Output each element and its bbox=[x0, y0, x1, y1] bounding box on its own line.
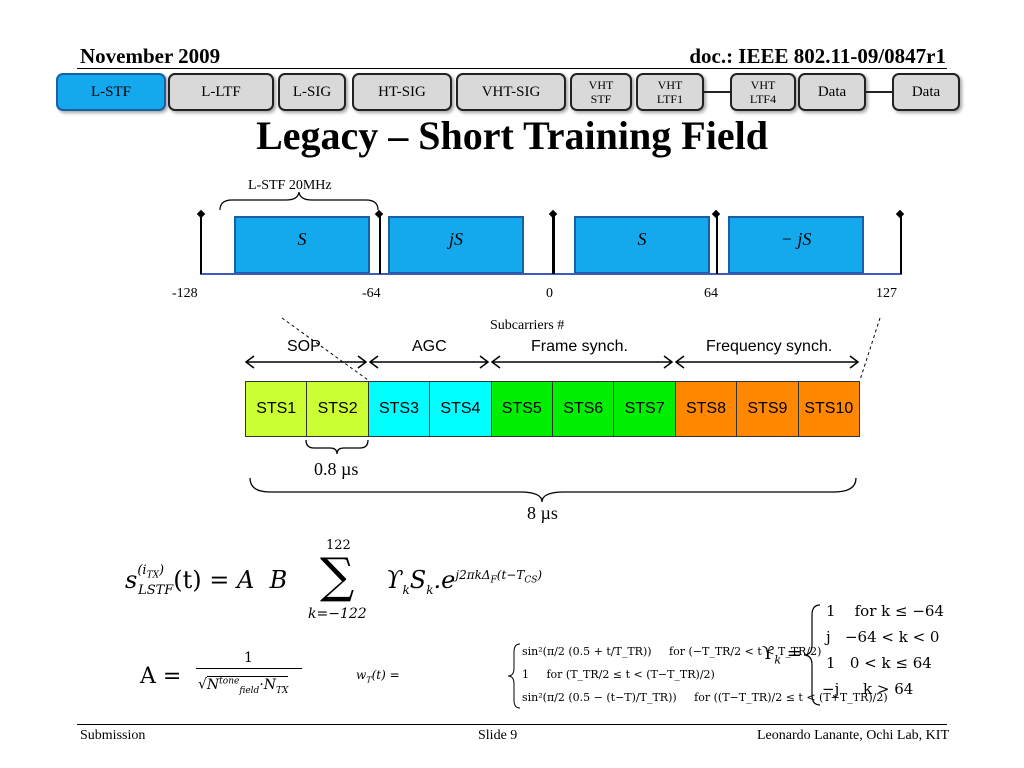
sts-cell-3: STS3 bbox=[367, 381, 431, 437]
nav-l-stf[interactable]: L-STF bbox=[56, 73, 166, 111]
wt-symbol: w bbox=[356, 668, 367, 682]
nav-vht-stf[interactable]: VHT STF bbox=[570, 73, 632, 111]
sts-cell-9: STS9 bbox=[736, 381, 799, 437]
eq-wt-case-1: sin²(π/2 (0.5 + t/T_TR)) for (−T_TR/2 < … bbox=[522, 645, 822, 658]
eq-a-lhs: A = bbox=[140, 664, 182, 689]
nav-l-ltf[interactable]: L-LTF bbox=[168, 73, 274, 111]
duration-total: 8 µs bbox=[527, 503, 558, 523]
duration-short: 0.8 µs bbox=[314, 459, 359, 479]
sum-symbol: ∑ bbox=[320, 548, 355, 604]
equation-signal: s(iTX)LSTF(t) = A B bbox=[125, 563, 288, 598]
eq-upsilon-case-2: j −64 < k < 0 bbox=[826, 628, 940, 646]
nav-l-sig[interactable]: L-SIG bbox=[278, 73, 346, 111]
eq-wt-lhs: wT(t) = bbox=[356, 668, 400, 685]
eq-upsilon-case-3: 1 0 < k ≤ 64 bbox=[826, 654, 932, 672]
nav-label: VHT-SIG bbox=[481, 84, 541, 100]
phase-frame-synch: Frame synch. bbox=[531, 338, 628, 355]
nav-label: VHT STF bbox=[588, 78, 614, 106]
lstf-brace-label: L-STF 20MHz bbox=[248, 178, 332, 193]
nav-ht-sig[interactable]: HT-SIG bbox=[352, 73, 452, 111]
stem-dc bbox=[552, 215, 555, 274]
eq-wt-case-3: sin²(π/2 (0.5 − (t−T)/T_TR)) for ((T−T_T… bbox=[522, 691, 888, 704]
tick-label: 64 bbox=[704, 286, 718, 301]
eq-a-denominator: √Ntonefield·NTX bbox=[198, 675, 289, 696]
nav-label: L-LTF bbox=[201, 84, 241, 100]
block-label: S bbox=[637, 228, 647, 249]
nav-data-2[interactable]: Data bbox=[892, 73, 960, 111]
footer-slide-number: Slide 9 bbox=[478, 728, 518, 743]
spectrum-block-neg-js: − jS bbox=[728, 216, 864, 274]
block-label: − jS bbox=[780, 228, 812, 249]
phase-agc: AGC bbox=[412, 338, 447, 355]
nav-label: VHT LTF1 bbox=[656, 78, 684, 106]
lstf-brace bbox=[219, 192, 379, 211]
spectrum-axis bbox=[200, 273, 902, 275]
nav-label: L-SIG bbox=[292, 84, 332, 100]
spectrum-block-js: jS bbox=[388, 216, 524, 274]
sts-cell-10: STS10 bbox=[797, 381, 860, 437]
slide-title: Legacy – Short Training Field bbox=[256, 113, 768, 158]
stem bbox=[900, 215, 902, 274]
header-doc-id: doc.: IEEE 802.11-09/0847r1 bbox=[689, 44, 946, 68]
tick-label: 127 bbox=[876, 286, 897, 301]
eq-lhs: s bbox=[125, 566, 138, 594]
sum-upper: 122 bbox=[326, 538, 351, 553]
footer-author: Leonardo Lanante, Ochi Lab, KIT bbox=[756, 728, 949, 743]
nav-label: L-STF bbox=[90, 84, 131, 100]
footer-submission: Submission bbox=[80, 728, 146, 743]
sts-cell-2: STS2 bbox=[306, 381, 369, 437]
sts-cell-4: STS4 bbox=[429, 381, 492, 437]
nav-label: HT-SIG bbox=[378, 84, 426, 100]
eq-wt-case-2: 1 for (T_TR/2 ≤ t < (T−T_TR)/2) bbox=[522, 668, 715, 681]
eq-upsilon-lhs: ϒk = bbox=[762, 643, 802, 667]
phase-frequency-synch: Frequency synch. bbox=[706, 338, 833, 355]
upsilon-symbol: ϒ bbox=[762, 643, 775, 664]
sts-cell-5: STS5 bbox=[490, 381, 553, 437]
tick-label: 0 bbox=[546, 286, 553, 301]
nav-vht-sig[interactable]: VHT-SIG bbox=[456, 73, 566, 111]
tick-label: -64 bbox=[362, 286, 381, 301]
sts-cell-8: STS8 bbox=[674, 381, 738, 437]
eq-upsilon-case-1: 1 for k ≤ −64 bbox=[826, 602, 944, 620]
nav-connector bbox=[866, 91, 892, 93]
nav-label: Data bbox=[911, 84, 941, 100]
nav-label: Data bbox=[817, 84, 847, 100]
nav-vht-ltf4[interactable]: VHT LTF4 bbox=[730, 73, 796, 111]
block-label: S bbox=[297, 228, 307, 249]
header-date: November 2009 bbox=[80, 44, 221, 68]
nav-vht-ltf1[interactable]: VHT LTF1 bbox=[636, 73, 704, 111]
nav-label: VHT LTF4 bbox=[749, 78, 777, 106]
header-divider bbox=[77, 68, 947, 69]
nav-data-1[interactable]: Data bbox=[798, 73, 866, 111]
sts-cell-6: STS6 bbox=[552, 381, 615, 437]
eq-a-numerator: 1 bbox=[244, 650, 253, 666]
stem bbox=[379, 215, 381, 274]
eq-upsilon-case-4: −j k > 64 bbox=[822, 680, 914, 698]
nav-connector bbox=[704, 91, 730, 93]
footer-divider bbox=[77, 724, 947, 725]
stem bbox=[716, 215, 718, 274]
fraction-bar bbox=[196, 668, 302, 669]
eq-summand: ϒkSk.ej2πkΔF(t−TCS) bbox=[386, 566, 543, 597]
axis-label: Subcarriers # bbox=[490, 318, 565, 333]
block-label: jS bbox=[448, 228, 463, 249]
sum-lower: k=−122 bbox=[308, 606, 367, 622]
tick-label: -128 bbox=[172, 286, 198, 301]
stem bbox=[200, 215, 202, 274]
phase-sop: SOP bbox=[287, 338, 321, 355]
sts-cell-7: STS7 bbox=[613, 381, 676, 437]
sts-cell-1: STS1 bbox=[245, 381, 308, 437]
